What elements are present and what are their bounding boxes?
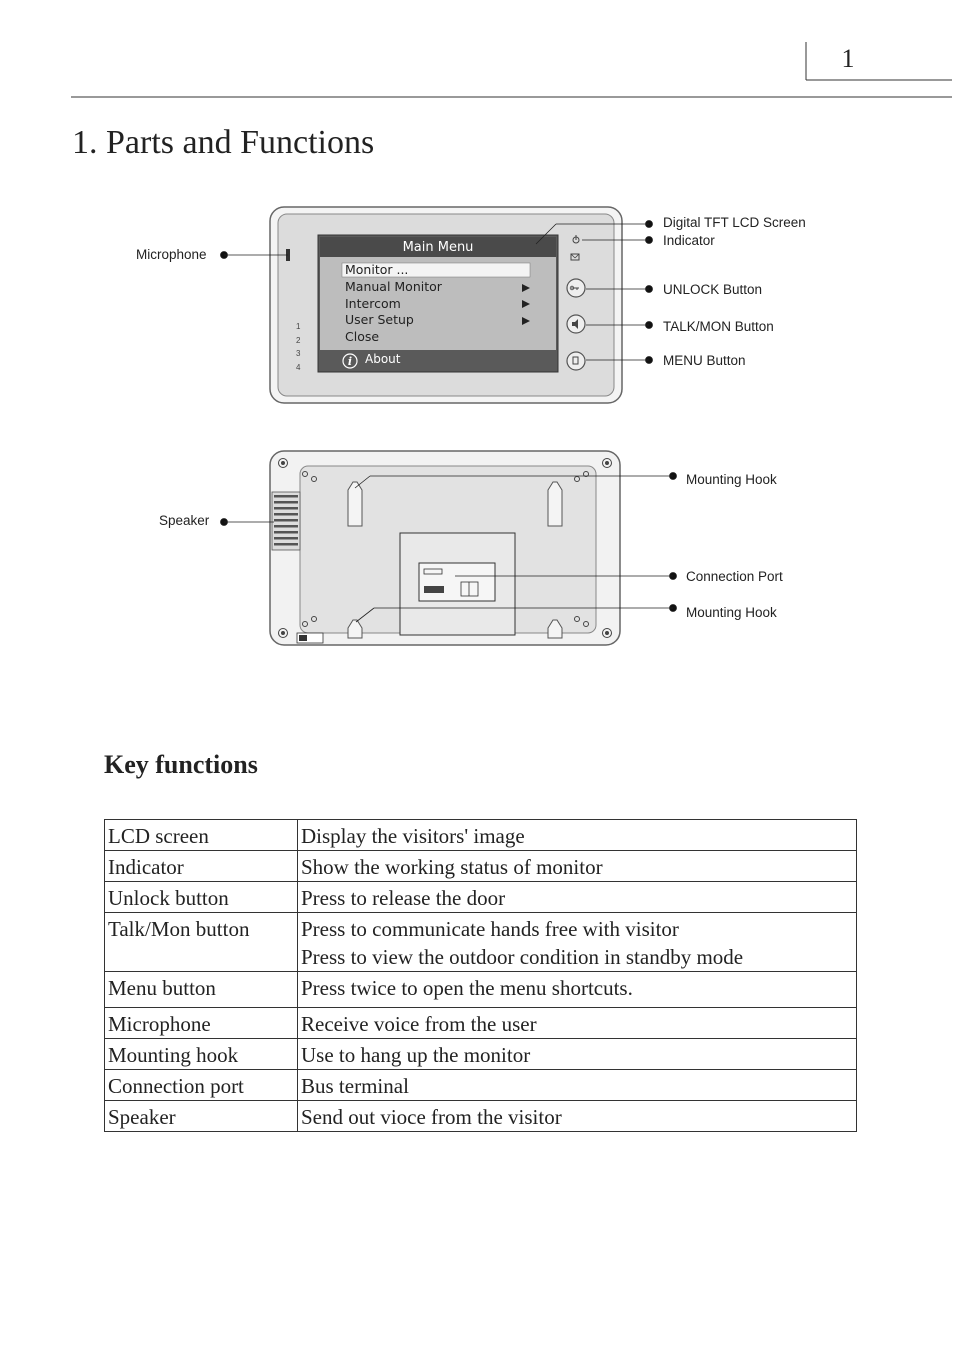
header-rules (71, 42, 952, 98)
callout-talk-mon-button: TALK/MON Button (663, 319, 774, 334)
table-row: LCD screen Display the visitors' image (104, 819, 857, 851)
side-number-2: 2 (296, 335, 301, 345)
table-row: Menu button Press twice to open the menu… (104, 971, 857, 1008)
callout-menu-button: MENU Button (663, 353, 746, 368)
callout-mounting-hook-bottom: Mounting Hook (686, 605, 777, 620)
part-name: Talk/Mon button (104, 912, 298, 972)
part-name: Menu button (104, 971, 298, 1008)
menu-highlight (341, 262, 531, 278)
page-title: 1. Parts and Functions (72, 124, 375, 161)
connection-terminal (424, 586, 444, 593)
mounting-hook-bottom-left (347, 619, 363, 639)
speaker-grille (271, 491, 301, 551)
callout-connection-port: Connection Port (686, 569, 783, 584)
monitor-diagram: i (220, 206, 677, 646)
callout-mounting-hook-top: Mounting Hook (686, 472, 777, 487)
callout-lcd-screen: Digital TFT LCD Screen (663, 215, 806, 230)
callout-speaker: Speaker (159, 513, 210, 528)
menu-item-manual-monitor: Manual Monitor (345, 279, 442, 294)
about-label: About (365, 352, 401, 366)
part-function-line: Press to communicate hands free with vis… (301, 917, 679, 941)
table-row: Unlock button Press to release the door (104, 881, 857, 913)
mounting-hook-right (547, 481, 563, 527)
table-row: Microphone Receive voice from the user (104, 1007, 857, 1039)
table-row: Connection port Bus terminal (104, 1069, 857, 1101)
part-name: Indicator (104, 850, 298, 882)
part-name: Microphone (104, 1007, 298, 1039)
menu-item-user-setup: User Setup (345, 312, 414, 327)
front-callout-lines (220, 220, 653, 364)
side-number-4: 4 (296, 362, 301, 372)
part-function-line: Press to view the outdoor condition in s… (301, 945, 744, 969)
part-function: Send out vioce from the visitor (297, 1100, 857, 1132)
table-row: Mounting hook Use to hang up the monitor (104, 1038, 857, 1070)
part-name: LCD screen (104, 819, 298, 851)
menu-title: Main Menu (402, 240, 474, 255)
table-row: Speaker Send out vioce from the visitor (104, 1100, 857, 1132)
back-callout-lines (220, 472, 677, 623)
menu-arrows (522, 284, 530, 325)
mounting-hook-bottom-right (547, 619, 563, 639)
part-name: Mounting hook (104, 1038, 298, 1070)
svg-text:i: i (348, 355, 352, 368)
callout-microphone: Microphone (136, 247, 207, 262)
side-numbers: 1 2 3 4 (296, 320, 300, 374)
part-function: Show the working status of monitor (297, 850, 857, 882)
part-function: Press twice to open the menu shortcuts. (297, 971, 857, 1008)
key-functions-table: LCD screen Display the visitors' image I… (104, 819, 857, 1132)
mounting-hook-left (347, 481, 363, 527)
menu-item-intercom: Intercom (345, 296, 401, 311)
info-icon (342, 353, 358, 369)
side-number-3: 3 (296, 349, 301, 358)
callout-unlock-button: UNLOCK Button (663, 282, 763, 297)
side-number-1: 1 (296, 322, 301, 331)
part-function: Display the visitors' image (297, 819, 857, 851)
part-function: Receive voice from the user (297, 1007, 857, 1039)
menu-button-shape (566, 351, 586, 371)
part-name: Unlock button (104, 881, 298, 913)
part-name: Speaker (104, 1100, 298, 1132)
table-row: Indicator Show the working status of mon… (104, 850, 857, 882)
callout-indicator: Indicator (663, 233, 715, 248)
key-functions-heading: Key functions (104, 750, 258, 779)
page-number: 1 (841, 44, 855, 73)
part-function: Use to hang up the monitor (297, 1038, 857, 1070)
part-function: Press to release the door (297, 881, 857, 913)
menu-item-monitor: Monitor ... (345, 262, 409, 277)
menu-item-close: Close (345, 329, 380, 344)
monitor-front-view: i (269, 206, 623, 404)
table-row: Talk/Mon button Press to communicate han… (104, 912, 857, 972)
part-function: Press to communicate hands free with vis… (297, 912, 857, 972)
part-name: Connection port (104, 1069, 298, 1101)
monitor-back-view (269, 450, 621, 646)
part-function: Bus terminal (297, 1069, 857, 1101)
mail-icon (570, 253, 580, 261)
